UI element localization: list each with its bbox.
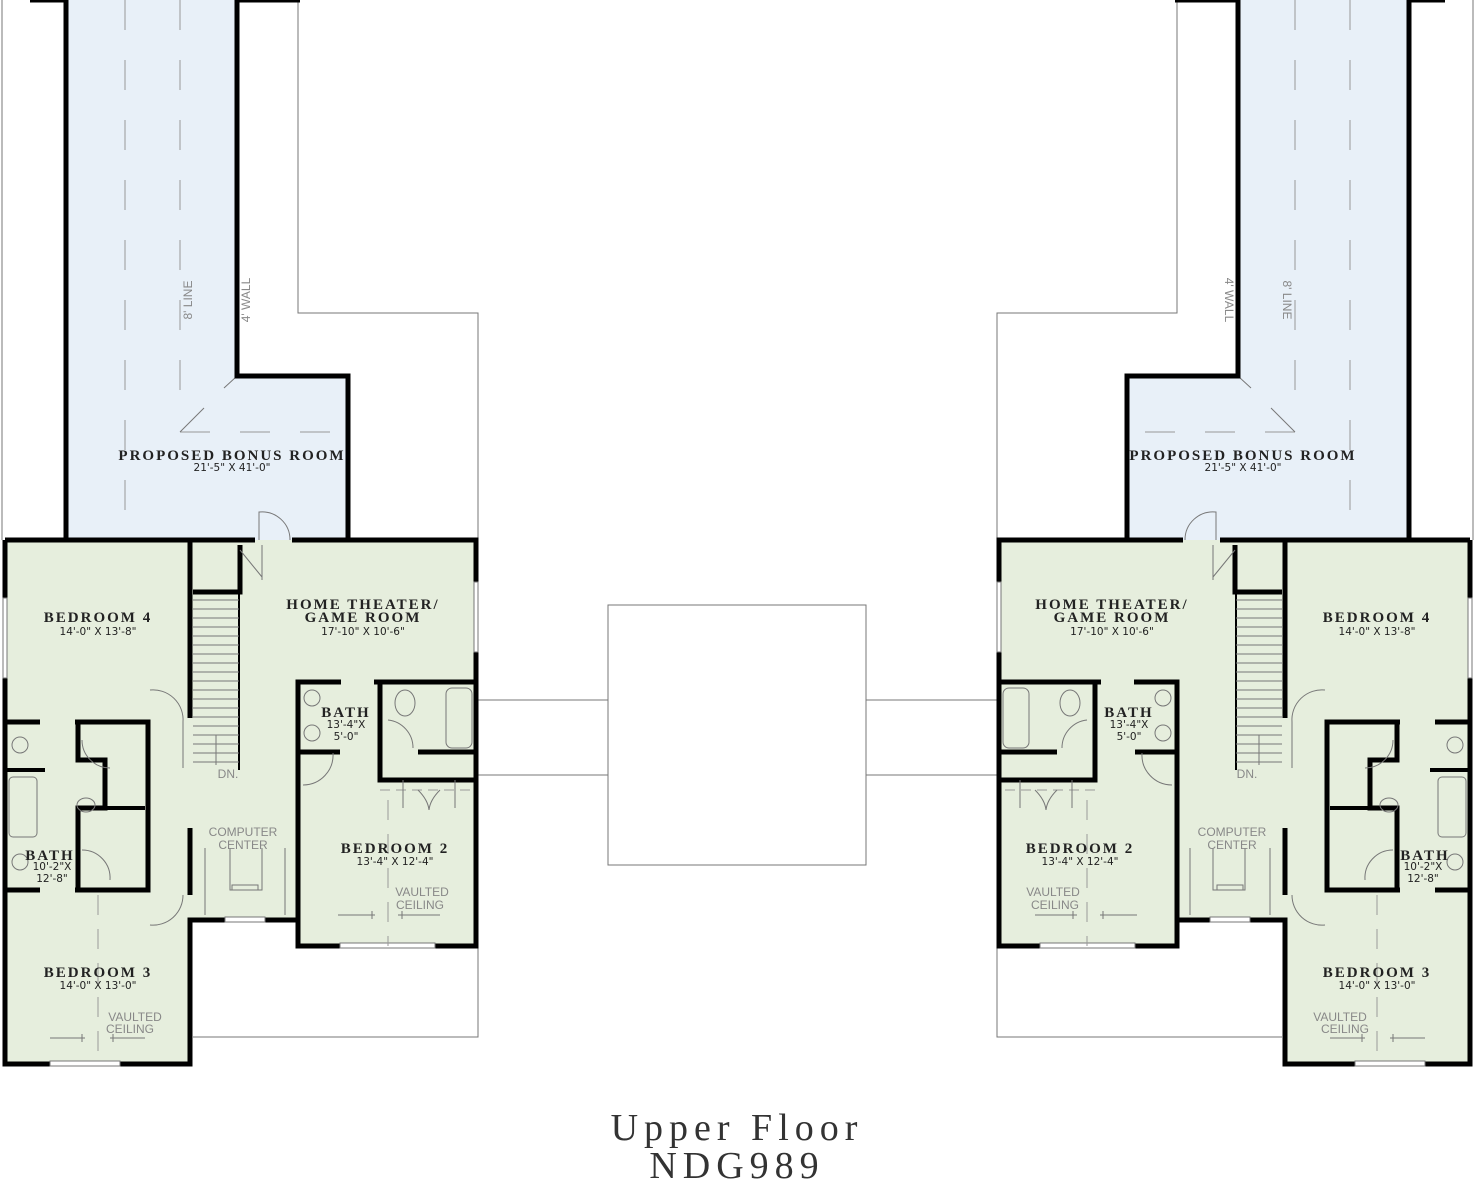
right-bonus-room-label: PROPOSED BONUS ROOM [1129,448,1356,464]
left-four-foot-wall-note: 4' WALL [239,277,253,322]
left-theater-label-line1: HOME THEATER/ [286,597,439,613]
right-bedroom3-size: 14'-0" X 13'-0" [1339,980,1416,992]
bonus-room-area [1127,0,1409,540]
right-stair-down-label: DN. [1237,767,1258,781]
right-vaulted-ceiling-note: CEILING [1321,1022,1369,1036]
left-hall-bath-size: 13'-4"X [327,719,366,731]
right-four-foot-wall-note: 4' WALL [1222,278,1236,323]
right-hall-bath-size: 13'-4"X [1110,719,1149,731]
right-side-bath-size: 12'-8" [1407,873,1439,885]
left-bedroom4-size: 14'-0" X 13'-8" [60,626,137,638]
right-vaulted-ceiling-note: CEILING [1031,898,1079,912]
right-hall-bath-label: BATH [1104,705,1153,721]
left-hall-bath-size: 5'-0" [334,731,359,743]
left-bonus-room-size: 21'-5" X 41'-0" [194,462,271,474]
left-vaulted-ceiling-note: VAULTED [395,885,449,899]
left-stair-down-label: DN. [218,767,239,781]
left-theater-label-line2: GAME ROOM [305,610,422,626]
room-floor [999,540,1470,1064]
left-side-bath-size: 12'-8" [36,873,68,885]
left-vaulted-ceiling-note: CEILING [396,898,444,912]
left-bedroom3-size: 14'-0" X 13'-0" [60,980,137,992]
right-eight-foot-line-note: 8' LINE [1280,281,1294,320]
right-computer-center-label: CENTER [1207,838,1257,852]
right-bonus-room-size: 21'-5" X 41'-0" [1205,462,1282,474]
left-bedroom2-size: 13'-4" X 12'-4" [357,856,434,868]
left-computer-center-label: CENTER [218,838,268,852]
left-theater-size: 17'-10" X 10'-6" [321,626,405,638]
bonus-room-area [66,0,348,540]
center-connector [478,604,997,866]
right-hall-bath-size: 5'-0" [1117,731,1142,743]
left-vaulted-ceiling-note: VAULTED [108,1010,162,1024]
left-bedroom3-label: BEDROOM 3 [44,965,152,981]
right-theater-label-line2: GAME ROOM [1054,610,1171,626]
right-theater-label-line1: HOME THEATER/ [1035,597,1188,613]
right-vaulted-ceiling-note: VAULTED [1026,885,1080,899]
right-theater-size: 17'-10" X 10'-6" [1070,626,1154,638]
right-bedroom2-label: BEDROOM 2 [1026,841,1134,857]
right-bedroom2-size: 13'-4" X 12'-4" [1042,856,1119,868]
left-hall-bath-label: BATH [321,705,370,721]
left-eight-foot-line-note: 8' LINE [181,281,195,320]
right-side-bath-label: BATH [1400,848,1449,864]
right-bedroom3-label: BEDROOM 3 [1323,965,1431,981]
left-side-bath-size: 10'-2"X [33,861,72,873]
left-vaulted-ceiling-note: CEILING [106,1022,154,1036]
unit-right-geometry [996,0,1474,1067]
plan-title: Upper Floor [611,1107,864,1149]
plan-number: NDG989 [649,1145,824,1181]
right-side-bath-size: 10'-2"X [1404,861,1443,873]
left-side-bath-label: BATH [25,848,74,864]
left-bedroom2-label: BEDROOM 2 [341,841,449,857]
unit-left-geometry [1,0,479,1067]
left-computer-center-label: COMPUTER [209,825,278,839]
right-bedroom4-size: 14'-0" X 13'-8" [1339,626,1416,638]
left-bonus-room-label: PROPOSED BONUS ROOM [118,448,345,464]
room-floor [5,540,476,1064]
right-bedroom4-label: BEDROOM 4 [1323,610,1431,626]
right-vaulted-ceiling-note: VAULTED [1313,1010,1367,1024]
left-bedroom4-label: BEDROOM 4 [44,610,152,626]
right-computer-center-label: COMPUTER [1198,825,1267,839]
